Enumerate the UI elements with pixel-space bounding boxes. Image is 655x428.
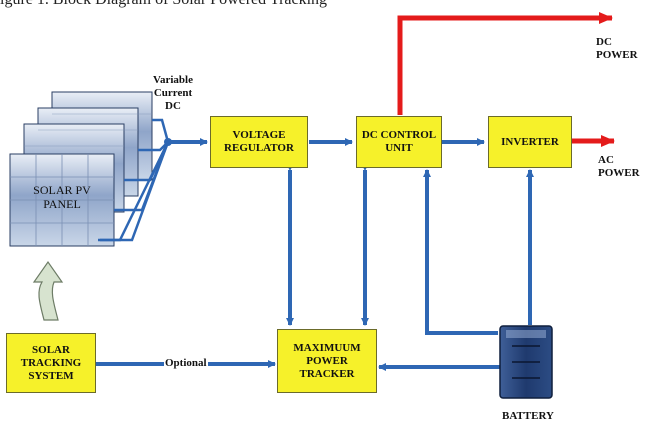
solar-pv-panel-label: SOLAR PV PANEL bbox=[33, 183, 91, 211]
maximum-power-tracker-block: MAXIMUUM POWER TRACKER bbox=[277, 329, 377, 393]
battery-label: BATTERY bbox=[502, 410, 554, 422]
dc-power-label: DC POWER bbox=[596, 36, 638, 61]
arrow-battery-to-dc-control bbox=[423, 169, 498, 335]
voltage-regulator-block: VOLTAGE REGULATOR bbox=[210, 116, 308, 168]
figure-caption: igure 1. Block Diagram of Solar Powered … bbox=[0, 0, 655, 9]
variable-current-label: Variable Current DC bbox=[153, 74, 193, 112]
panel-wires bbox=[98, 118, 170, 242]
inverter-block: INVERTER bbox=[488, 116, 572, 168]
solar-panel-icon bbox=[9, 91, 153, 247]
ac-power-label: AC POWER bbox=[598, 154, 640, 179]
solar-tracking-system-block: SOLAR TRACKING SYSTEM bbox=[6, 333, 96, 393]
dc-control-unit-block: DC CONTROL UNIT bbox=[356, 116, 442, 168]
battery-icon bbox=[499, 325, 553, 399]
tracking-arrow-icon bbox=[32, 260, 64, 321]
optional-label: Optional bbox=[164, 357, 208, 370]
arrow-dc-power-output bbox=[397, 12, 613, 115]
